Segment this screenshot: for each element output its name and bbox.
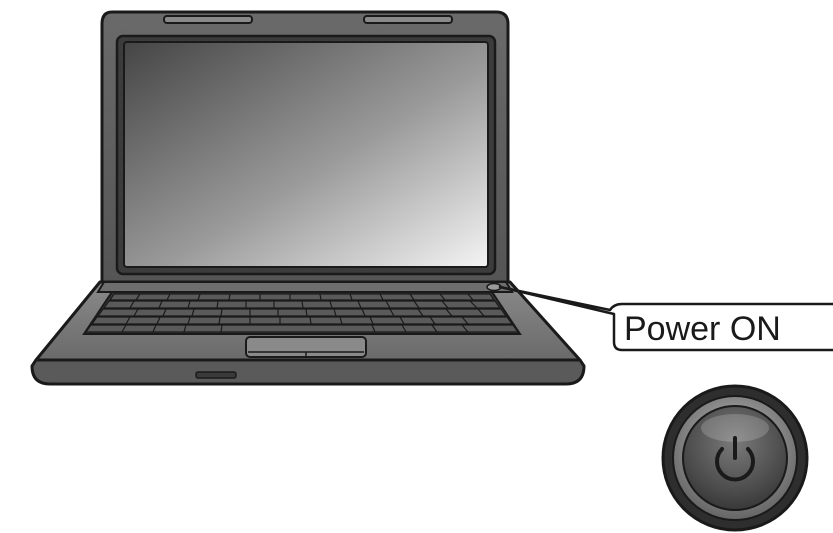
lid-vent-right bbox=[364, 16, 452, 23]
keyboard-keys bbox=[86, 294, 518, 332]
front-latch bbox=[196, 372, 236, 378]
lid-vent-left bbox=[164, 16, 252, 23]
laptop-hinge bbox=[98, 282, 512, 292]
laptop-illustration bbox=[32, 12, 584, 384]
power-button-closeup bbox=[663, 386, 807, 530]
laptop-screen bbox=[124, 42, 488, 267]
laptop-front-edge bbox=[32, 360, 584, 384]
callout-label: Power ON bbox=[624, 310, 781, 348]
